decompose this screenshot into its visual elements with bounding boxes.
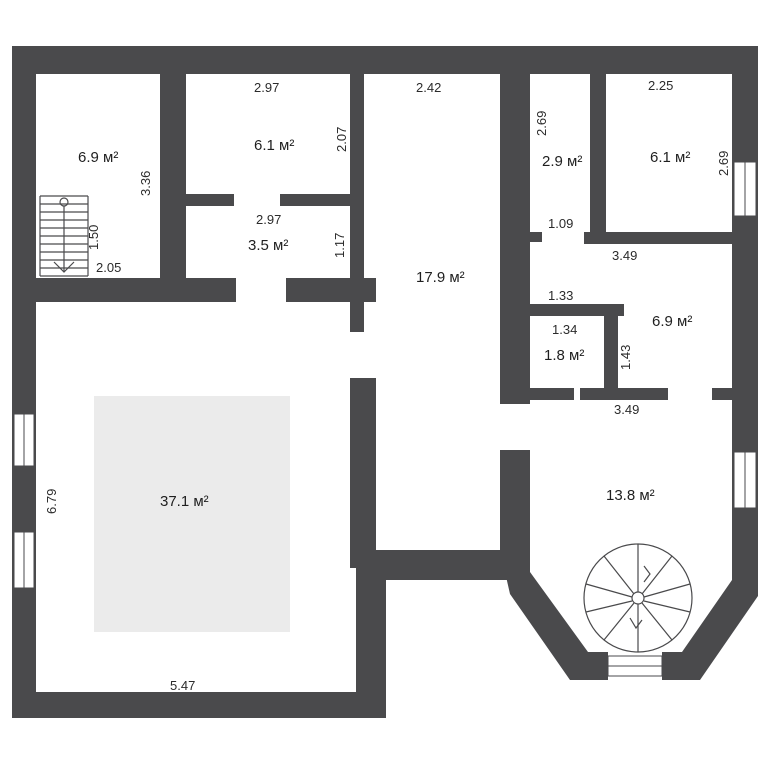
wall-right — [732, 46, 758, 596]
wall-corridor-left-top — [350, 74, 364, 332]
wall-closet-bottom-a — [530, 232, 542, 242]
dim-wc-width: 1.34 — [552, 322, 577, 337]
dim-hall-small-height: 1.17 — [332, 233, 347, 258]
dim-staircase-room-width: 2.05 — [96, 260, 121, 275]
area-main-hall: 37.1 м² — [160, 493, 209, 510]
dim-stair-width: 1.50 — [86, 225, 101, 250]
dim-room-tr-width: 2.25 — [648, 78, 673, 93]
wall-room-tl-bottom-a — [186, 194, 234, 206]
dim-main-hall-height: 6.79 — [44, 489, 59, 514]
bay-wall-left — [500, 550, 608, 680]
wall-closet-bottom-b — [584, 232, 732, 244]
wall-wc-bottom-c — [712, 388, 732, 400]
spiral-staircase-icon — [583, 543, 693, 653]
dim-staircase-room-height: 3.36 — [138, 171, 153, 196]
dim-room-tl-width: 2.97 — [254, 80, 279, 95]
window-right-top — [733, 161, 757, 217]
wall-top — [12, 46, 758, 74]
dim-room-tl-height: 2.07 — [334, 127, 349, 152]
window-left-lower — [13, 531, 35, 589]
area-room-top-left: 6.1 м² — [254, 137, 294, 154]
dim-room-mr-height: 1.43 — [618, 345, 633, 370]
dim-hall-small-width: 2.97 — [256, 212, 281, 227]
dim-room-tr-height: 2.69 — [716, 151, 731, 176]
bay-wall-right — [662, 570, 758, 680]
dim-main-hall-width: 5.47 — [170, 678, 195, 693]
window-right-bottom — [733, 451, 757, 509]
area-corridor: 17.9 м² — [416, 269, 465, 286]
floor-highlight — [94, 396, 290, 632]
wall-corridor-right-bottom — [500, 450, 530, 570]
windows — [13, 161, 757, 677]
dim-closet-height: 2.69 — [534, 111, 549, 136]
wall-corridor-right-top — [500, 74, 530, 404]
wall-bottom-left — [12, 692, 386, 718]
area-hall-small: 3.5 м² — [248, 237, 288, 254]
dim-closet-width: 1.09 — [548, 216, 573, 231]
wall-closet-right — [590, 74, 606, 242]
area-room-mid-right: 6.9 м² — [652, 313, 692, 330]
wall-wc-right — [604, 304, 618, 400]
straight-staircase-icon — [39, 195, 89, 277]
room-labels: 6.9 м² 3.36 1.50 2.05 2.97 6.1 м² 2.07 2… — [44, 78, 731, 693]
window-left-upper — [13, 413, 35, 467]
wall-left — [12, 46, 36, 718]
wall-wc-bottom-a — [530, 388, 574, 400]
dim-room-br-width: 3.49 — [614, 402, 639, 417]
window-bay-bottom — [607, 655, 663, 677]
wall-corridor-left-bottom — [350, 378, 376, 568]
wall-room-tl-bottom-b — [280, 194, 350, 206]
dim-room-mr-inner: 1.33 — [548, 288, 573, 303]
interior-walls — [36, 74, 732, 570]
area-room-top-right: 6.1 м² — [650, 149, 690, 166]
area-closet-top: 2.9 м² — [542, 153, 582, 170]
wall-stair-room-right — [160, 74, 186, 282]
wall-stair-room-bottom — [36, 278, 236, 302]
wall-wc-top — [530, 304, 624, 316]
area-wc: 1.8 м² — [544, 347, 584, 364]
area-room-bottom-right: 13.8 м² — [606, 487, 655, 504]
wall-wc-bottom-b — [580, 388, 668, 400]
dim-room-mr-width: 3.49 — [612, 248, 637, 263]
outer-walls — [12, 46, 758, 718]
area-staircase-room: 6.9 м² — [78, 149, 118, 166]
dim-corridor-width: 2.42 — [416, 80, 441, 95]
